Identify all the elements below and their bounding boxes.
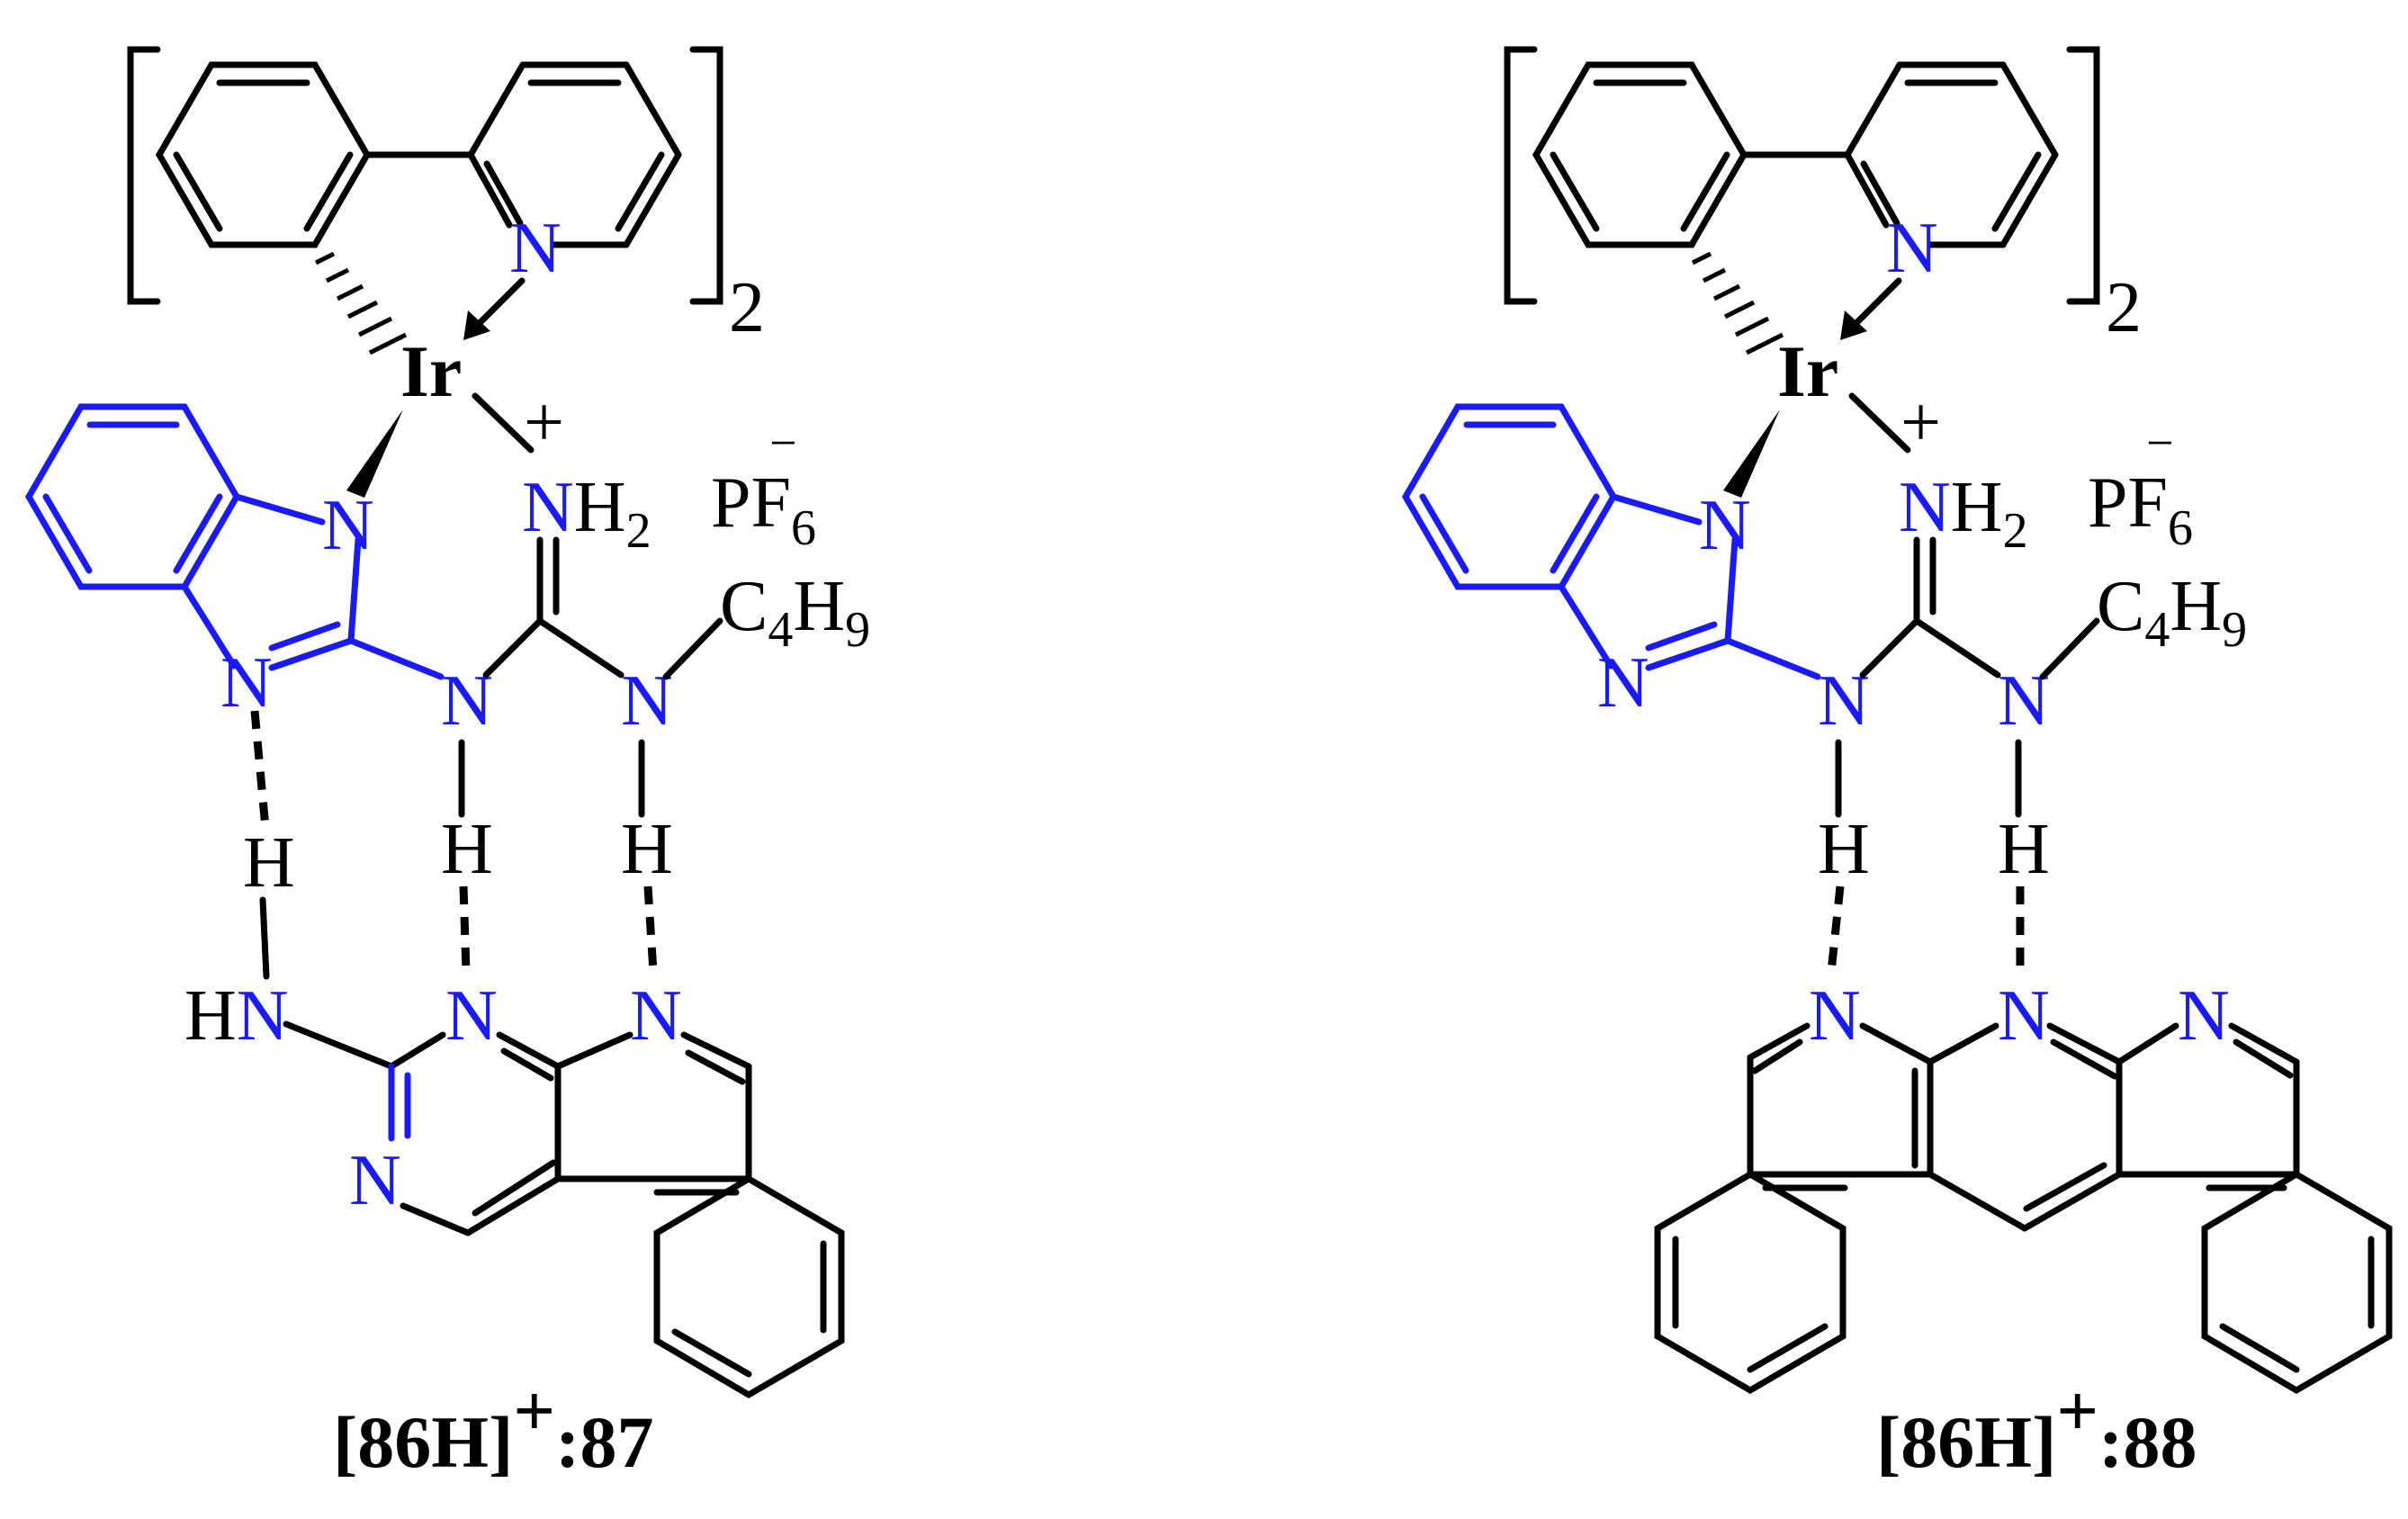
pyridine-ring: N bbox=[364, 61, 682, 288]
guest-n: N bbox=[2178, 976, 2230, 1056]
wedge-bond bbox=[1723, 409, 1780, 498]
pyridine-ring: N bbox=[1740, 61, 2059, 288]
bracket-subscript: 2 bbox=[729, 268, 765, 347]
counterion-charge: − bbox=[769, 416, 796, 470]
butyl-group: C4H9 bbox=[720, 567, 870, 658]
ammonium-group: NH2 bbox=[522, 468, 651, 559]
complex-87: 2 N bbox=[24, 46, 870, 1483]
ppy-bracket: 2 bbox=[127, 46, 765, 347]
caption-87: [86H]+:87 bbox=[333, 1370, 653, 1483]
counterion-charge: − bbox=[2146, 416, 2173, 470]
phenyl-ring bbox=[155, 61, 372, 248]
counterion: PF6 bbox=[2088, 463, 2193, 556]
hbond-h: H bbox=[441, 810, 493, 889]
guanidine: N C4H9 bbox=[482, 536, 870, 741]
ir-nh2-bond bbox=[1848, 392, 1911, 454]
benzimidazole-n3: N bbox=[1597, 643, 1649, 723]
benzimidazole-n1: N bbox=[322, 486, 374, 565]
benzimidazole-n1: N bbox=[1699, 486, 1751, 565]
hydrogen-bond bbox=[643, 885, 658, 973]
iridium-center: Ir bbox=[1777, 330, 1838, 412]
ir-nh2-bond bbox=[472, 392, 535, 454]
benzimidazole-n3: N bbox=[220, 643, 273, 723]
guest-87: HN N N N bbox=[184, 976, 845, 1399]
counterion: PF6 bbox=[711, 463, 816, 556]
hydrogen-bond bbox=[1827, 885, 1845, 973]
bracket-subscript: 2 bbox=[2106, 268, 2142, 347]
guest-88: N N N bbox=[1654, 976, 2393, 1395]
guest-n: N bbox=[1809, 976, 1861, 1056]
guest-n: N bbox=[349, 1141, 401, 1220]
guest-n: N bbox=[1998, 976, 2050, 1056]
hashed-bond bbox=[314, 251, 408, 355]
guest-n: N bbox=[445, 976, 498, 1056]
hydrogen-bond bbox=[250, 710, 270, 829]
ammonium-group: NH2 bbox=[1899, 468, 2028, 559]
benzimidazole: N N N bbox=[1401, 403, 1870, 741]
coordination-arrow bbox=[463, 277, 526, 340]
pyridine-n: N bbox=[509, 209, 562, 288]
hbond-h: H bbox=[1818, 810, 1870, 889]
amino-nh: HN bbox=[184, 976, 289, 1056]
ppy-bracket: 2 bbox=[1504, 46, 2142, 347]
iridium-center: Ir bbox=[400, 330, 462, 412]
wedge-bond bbox=[346, 409, 403, 498]
cation-charge: + bbox=[1900, 383, 1941, 463]
hydrogen-bond bbox=[459, 885, 471, 973]
hbond-h: H bbox=[1998, 810, 2050, 889]
pyridine-n: N bbox=[1886, 209, 1938, 288]
guest-n: N bbox=[630, 976, 682, 1056]
coordination-arrow bbox=[1840, 277, 1902, 340]
benzimidazole: N N N bbox=[24, 403, 493, 741]
butyl-group: C4H9 bbox=[2097, 567, 2247, 658]
guanidine: N C4H9 bbox=[1859, 536, 2247, 741]
hashed-bond bbox=[1691, 251, 1784, 355]
hbond-h: H bbox=[243, 823, 295, 903]
complex-88: 2 N bbox=[1401, 46, 2393, 1483]
hbond-h: H bbox=[621, 810, 673, 889]
cation-charge: + bbox=[524, 383, 564, 463]
caption-88: [86H]+:88 bbox=[1876, 1370, 2197, 1483]
phenyl-ring bbox=[1532, 61, 1748, 248]
nh-bond bbox=[259, 896, 270, 980]
